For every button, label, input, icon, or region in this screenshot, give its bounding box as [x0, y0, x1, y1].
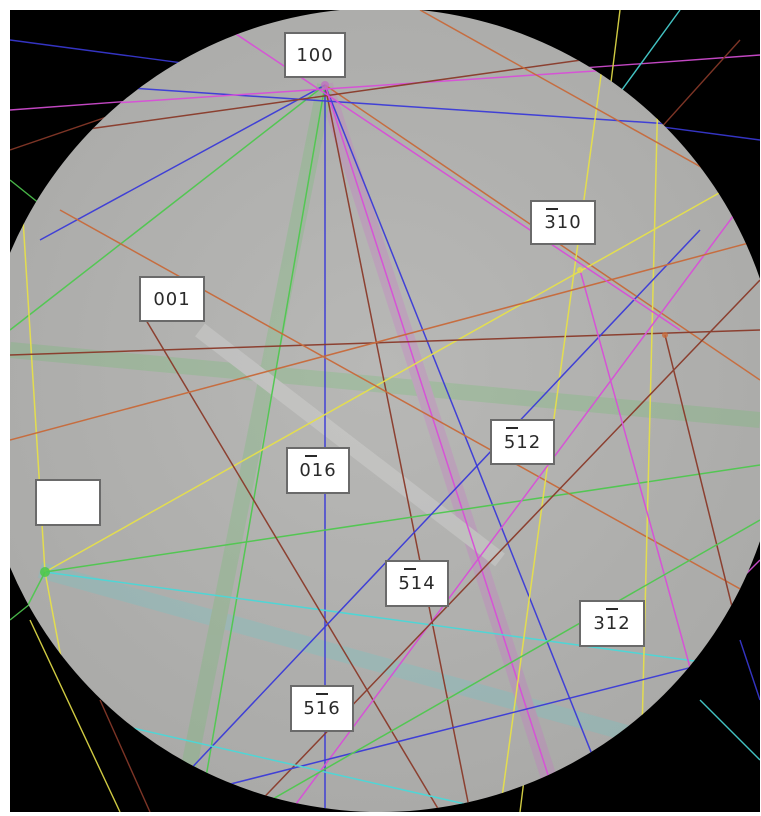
- overbar: [506, 427, 518, 429]
- overbar: [404, 568, 416, 570]
- overbar: [546, 208, 558, 210]
- zone-axis-label-516: 516: [290, 685, 354, 732]
- zone-axis-label-text: 514: [398, 573, 436, 594]
- zone-axis-label-text: 310: [544, 212, 582, 233]
- zone-axis-label-text: 016: [299, 460, 337, 481]
- overbar: [305, 455, 317, 457]
- zone-axis-label-514: 514: [385, 560, 449, 607]
- zone-axis-label-text: 312: [593, 613, 631, 634]
- zone-axis-label-310: 310: [530, 200, 596, 245]
- zone-axis-label-100: 100: [284, 32, 346, 78]
- zone-axis-label-text: 512: [503, 431, 542, 453]
- kikuchi-bands: [10, 10, 760, 812]
- overbar: [606, 608, 618, 610]
- zone-axis-label-001: 001: [139, 276, 205, 322]
- zone-axis-label-016: 016: [286, 447, 350, 494]
- zone-axis-label-text: 001: [153, 288, 191, 310]
- zone-axis-label-blank: [35, 479, 101, 526]
- zone-axis-label-312: 312: [579, 600, 645, 647]
- zone-axis-label-text: 516: [303, 698, 341, 719]
- zone-axis-label-text: 100: [296, 44, 334, 66]
- overbar: [316, 693, 328, 695]
- zone-axis-label-512: 512: [490, 419, 555, 465]
